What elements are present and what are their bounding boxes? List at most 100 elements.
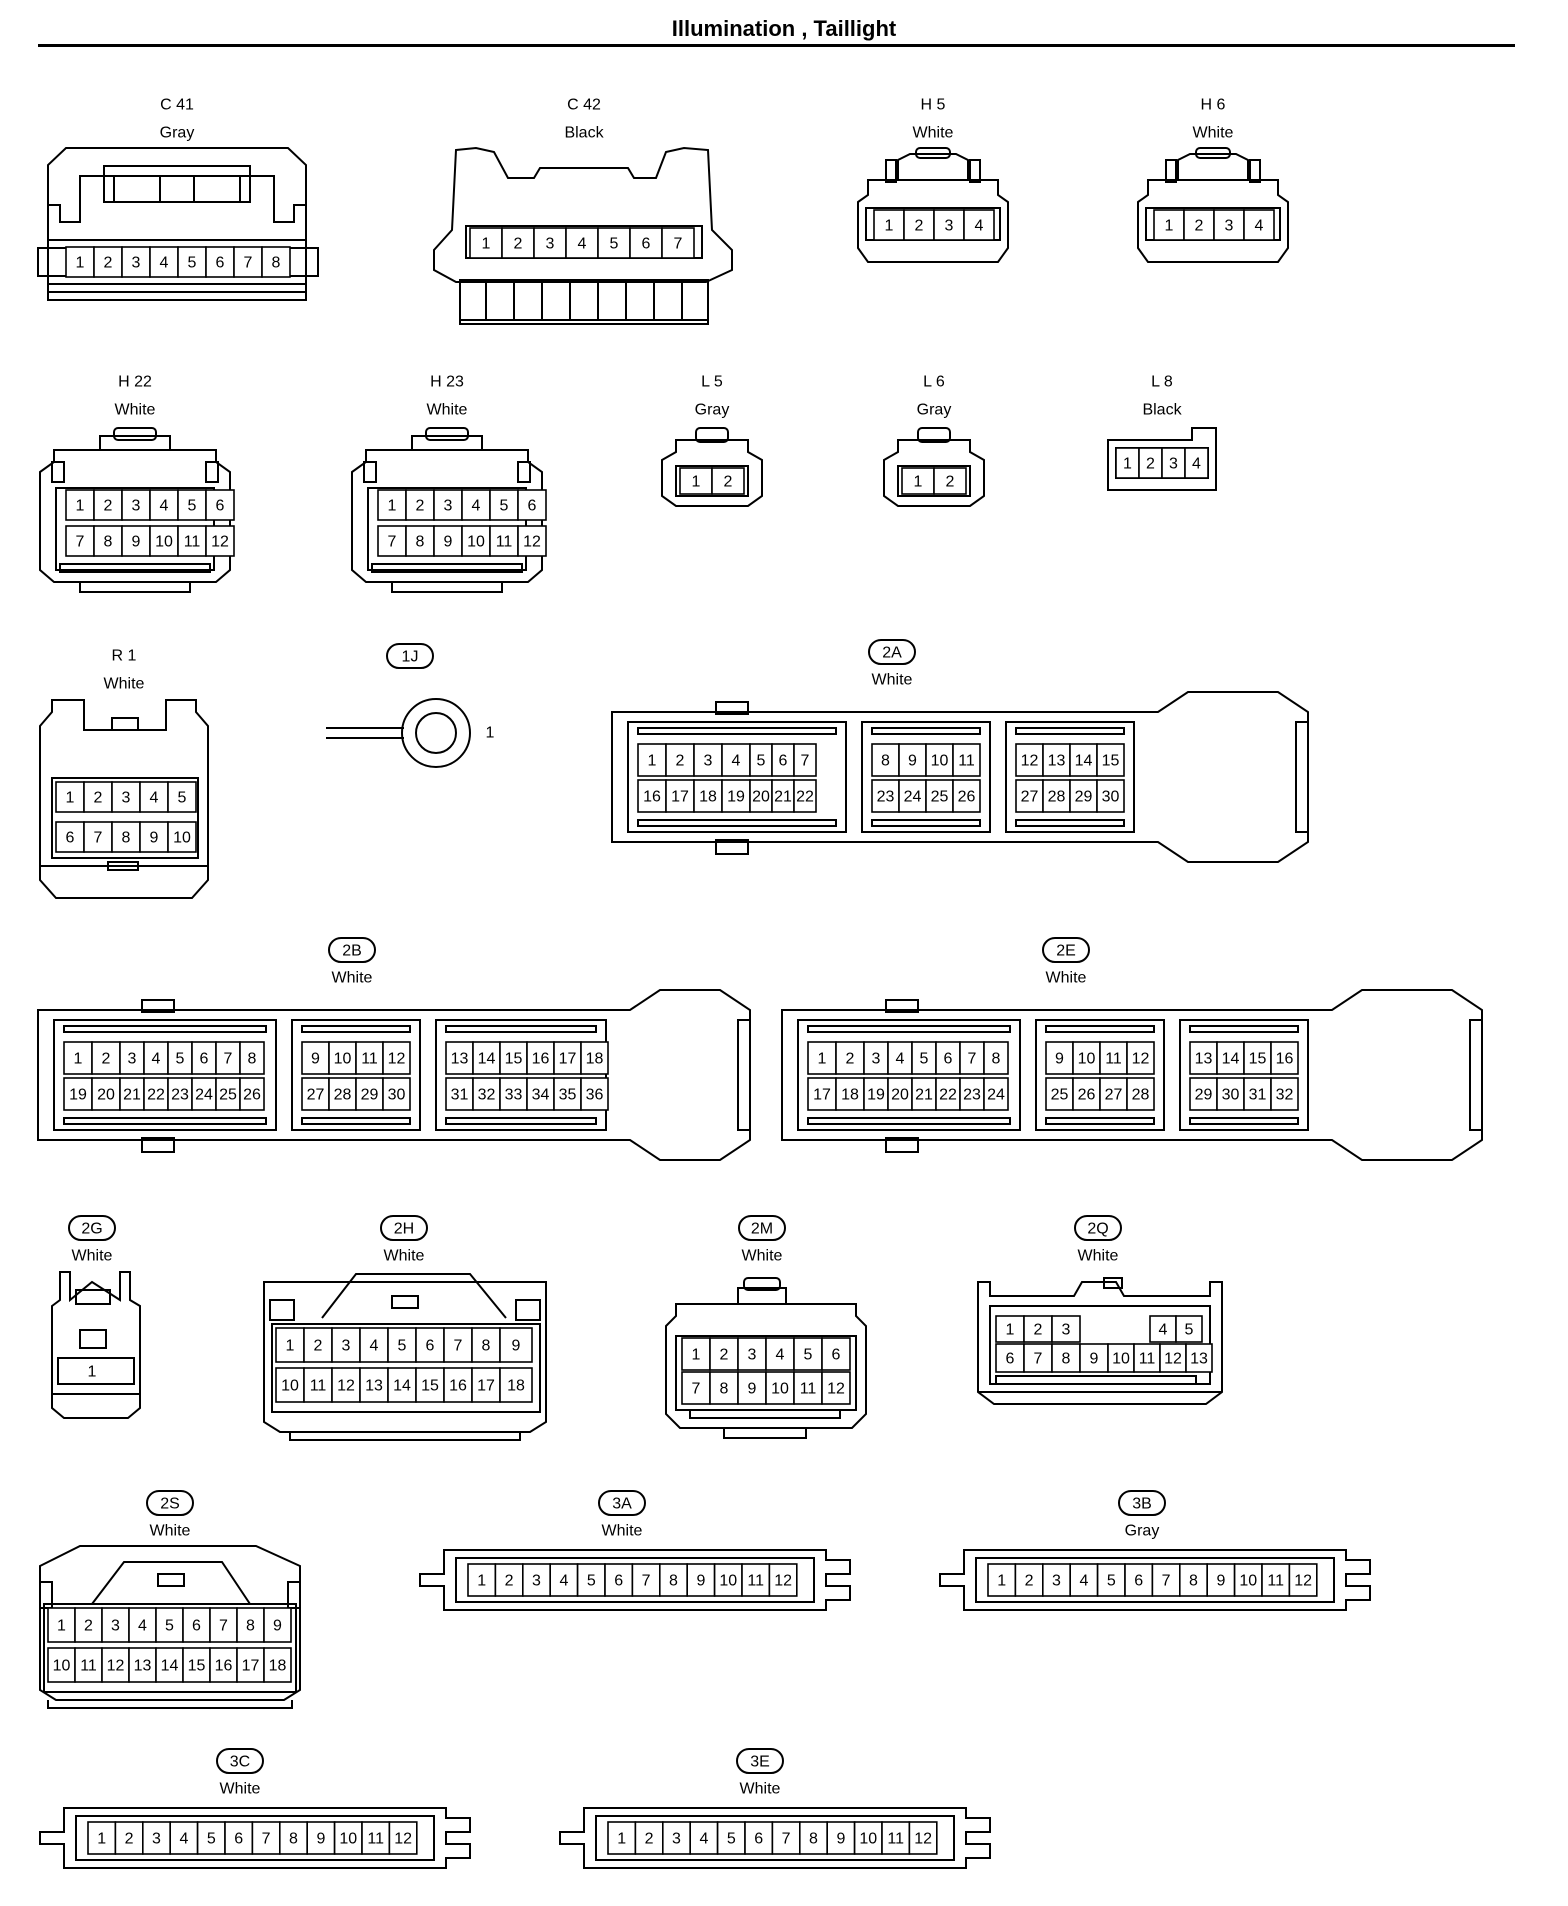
pin-number: 17 — [242, 1658, 260, 1675]
pin-number: 20 — [752, 789, 770, 806]
pin-cell — [182, 1647, 211, 1683]
housing-outline — [743, 1277, 781, 1291]
pin-cell — [793, 1337, 823, 1371]
pin-number: 1 — [286, 1338, 295, 1355]
pin-number: 17 — [671, 789, 689, 806]
pin-cell — [871, 743, 900, 777]
pin-number: 21 — [774, 789, 792, 806]
pin-cell — [631, 1563, 661, 1597]
pin-cell — [1243, 1077, 1272, 1111]
pin-cell — [405, 489, 435, 521]
housing-outline — [39, 449, 231, 583]
pin-number: 13 — [1048, 753, 1066, 770]
pin-number: 6 — [754, 1831, 763, 1848]
housing-outline — [723, 1428, 807, 1439]
pin-cell — [155, 1647, 184, 1683]
pin-cell — [1184, 447, 1209, 479]
pin-cell — [209, 1607, 238, 1643]
pin-number: 2 — [104, 255, 113, 272]
pin-number: 6 — [66, 830, 75, 847]
pin-cell — [191, 1041, 217, 1075]
pin-cell — [121, 246, 151, 278]
pin-number: 24 — [904, 789, 922, 806]
pin-number: 4 — [776, 1347, 785, 1364]
housing-outline — [871, 727, 981, 735]
housing-outline — [321, 1273, 507, 1319]
pin-cell — [665, 779, 695, 813]
housing-outline — [47, 147, 307, 301]
pin-number: 7 — [224, 1051, 233, 1068]
pin-cell — [443, 1327, 473, 1363]
pin-cell — [881, 1821, 911, 1855]
housing-outline — [39, 1807, 471, 1869]
pin-cell — [65, 489, 95, 521]
connector-color: Gray — [917, 402, 952, 419]
connector-code-oval — [736, 1748, 784, 1774]
pin-number: 36 — [586, 1087, 604, 1104]
pin-number: 6 — [614, 1573, 623, 1590]
connector-code: H 23 — [430, 374, 464, 391]
pin-number: 10 — [281, 1378, 299, 1395]
pin-cell — [1270, 1041, 1299, 1075]
pin-number: 2 — [946, 474, 955, 491]
pin-number: 18 — [507, 1378, 525, 1395]
ring-terminal-hole — [415, 712, 457, 754]
pin-cell — [65, 246, 95, 278]
pin-number: 7 — [219, 1618, 228, 1635]
pin-cell — [1243, 209, 1275, 241]
housing-outline — [263, 1281, 547, 1433]
pin-number: 5 — [757, 753, 766, 770]
connector-color: Gray — [160, 125, 195, 142]
connector-code-oval — [1074, 1215, 1122, 1241]
housing-outline — [515, 1299, 541, 1321]
pin-number: 12 — [337, 1378, 355, 1395]
pin-cell — [301, 1041, 330, 1075]
pin-number: 9 — [836, 1831, 845, 1848]
pin-cell — [1288, 1563, 1318, 1597]
pin-cell — [898, 779, 927, 813]
pin-number: 7 — [94, 830, 103, 847]
housing-outline — [917, 427, 951, 443]
pin-cell — [952, 743, 981, 777]
pin-cell — [898, 743, 927, 777]
connector-color: Black — [564, 125, 604, 142]
connector-code: 2S — [160, 1496, 180, 1513]
pin-number: 25 — [1051, 1087, 1069, 1104]
pin-number: 26 — [243, 1087, 261, 1104]
housing-outline — [807, 1025, 1011, 1033]
pin-cell — [716, 1821, 746, 1855]
connector-color: White — [1193, 125, 1234, 142]
pin-cell — [963, 209, 995, 241]
pin-cell — [1243, 1041, 1272, 1075]
connector-code: 2A — [882, 645, 902, 662]
housing-outline — [51, 461, 65, 483]
housing-outline — [781, 989, 1483, 1161]
pin-number: 4 — [699, 1831, 708, 1848]
pin-cell — [87, 1821, 117, 1855]
housing-outline — [885, 999, 919, 1013]
pin-cell — [1151, 1563, 1181, 1597]
pin-number: 23 — [171, 1087, 189, 1104]
pin-number: 4 — [179, 1831, 188, 1848]
pin-cell — [863, 1041, 889, 1075]
pin-number: 8 — [248, 1051, 257, 1068]
pin-cell — [952, 779, 981, 813]
housing-outline — [57, 1357, 135, 1385]
housing-outline — [915, 147, 951, 159]
pin-cell — [275, 1327, 305, 1363]
connector-code-oval — [386, 643, 434, 669]
pin-cell — [983, 1041, 1009, 1075]
connector-code: 1J — [402, 649, 419, 666]
connector-header: 1J — [386, 643, 434, 669]
pin-number: 31 — [451, 1087, 469, 1104]
pin-cell — [709, 1371, 739, 1405]
pin-number: 4 — [150, 790, 159, 807]
